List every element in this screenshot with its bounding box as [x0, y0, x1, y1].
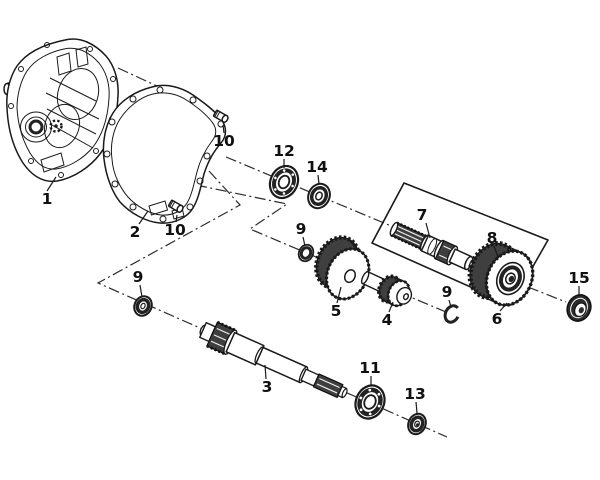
part-9-washer-middle: [297, 243, 315, 263]
part-label-5: 5: [331, 302, 342, 320]
gasket-bolt-holes: [103, 86, 225, 223]
part-7-counter-shaft: [389, 221, 475, 271]
centerline-to-seal-15: [527, 286, 567, 303]
part-4-pinion-gear: [360, 270, 413, 308]
part-14-oil-seal: [307, 182, 331, 210]
leader-9-middle: [302, 236, 306, 247]
part-label-15: 15: [568, 269, 590, 287]
part-label-10-bottom: 10: [164, 221, 186, 239]
part-label-11: 11: [359, 359, 381, 377]
leader-6: [499, 302, 508, 312]
part-11-bearing: [354, 384, 386, 420]
part-5-counter-gear: [314, 235, 371, 301]
leader-7: [425, 222, 431, 239]
part-label-9-middle: 9: [296, 220, 307, 238]
leader-1: [46, 176, 57, 192]
part-label-10-top: 10: [213, 132, 235, 150]
part-8-final-gear: [467, 240, 535, 307]
leader-10-bottom: [175, 214, 178, 223]
part-9-snap-ring: [443, 304, 461, 324]
part-label-8: 8: [487, 229, 498, 247]
leader-13: [415, 401, 418, 414]
leader-14: [317, 174, 320, 185]
leader-3: [264, 364, 267, 380]
part-15-oil-seal: [566, 294, 592, 322]
part-1-crankcase-cover: [3, 38, 119, 183]
centerline-driveshaft-axis: [96, 170, 448, 438]
centerline-upper-axis: [225, 156, 397, 229]
part-label-3: 3: [262, 378, 273, 396]
part-label-9-right: 9: [442, 283, 453, 301]
part-label-2: 2: [130, 223, 141, 241]
part-12-bearing: [268, 164, 300, 200]
leader-9-left: [139, 284, 143, 298]
part-9-washer-left: [133, 295, 153, 317]
leader-9-right: [448, 299, 452, 308]
part-label-9-left: 9: [133, 268, 144, 286]
part-label-14: 14: [306, 158, 328, 176]
leader-8: [493, 245, 499, 258]
leader-lines: [46, 124, 580, 414]
leader-5: [336, 286, 342, 304]
leader-10-top: [222, 124, 225, 134]
part-label-1: 1: [42, 190, 53, 208]
leader-4: [388, 301, 394, 313]
part-2-gasket: [102, 84, 227, 224]
part-label-7: 7: [417, 206, 428, 224]
part-3-drive-shaft: [199, 320, 348, 399]
leader-2: [138, 210, 149, 225]
part-label-13: 13: [404, 385, 426, 403]
part-label-4: 4: [382, 311, 393, 329]
part-label-12: 12: [273, 142, 295, 160]
part-10-bolt-top: [212, 109, 229, 123]
part-number-labels: 1 2 10 12 14 9 7 8 10 9 5 4 9 6 15 3 11 …: [42, 132, 590, 403]
part-label-6: 6: [492, 310, 503, 328]
part-13-washer: [407, 412, 427, 436]
